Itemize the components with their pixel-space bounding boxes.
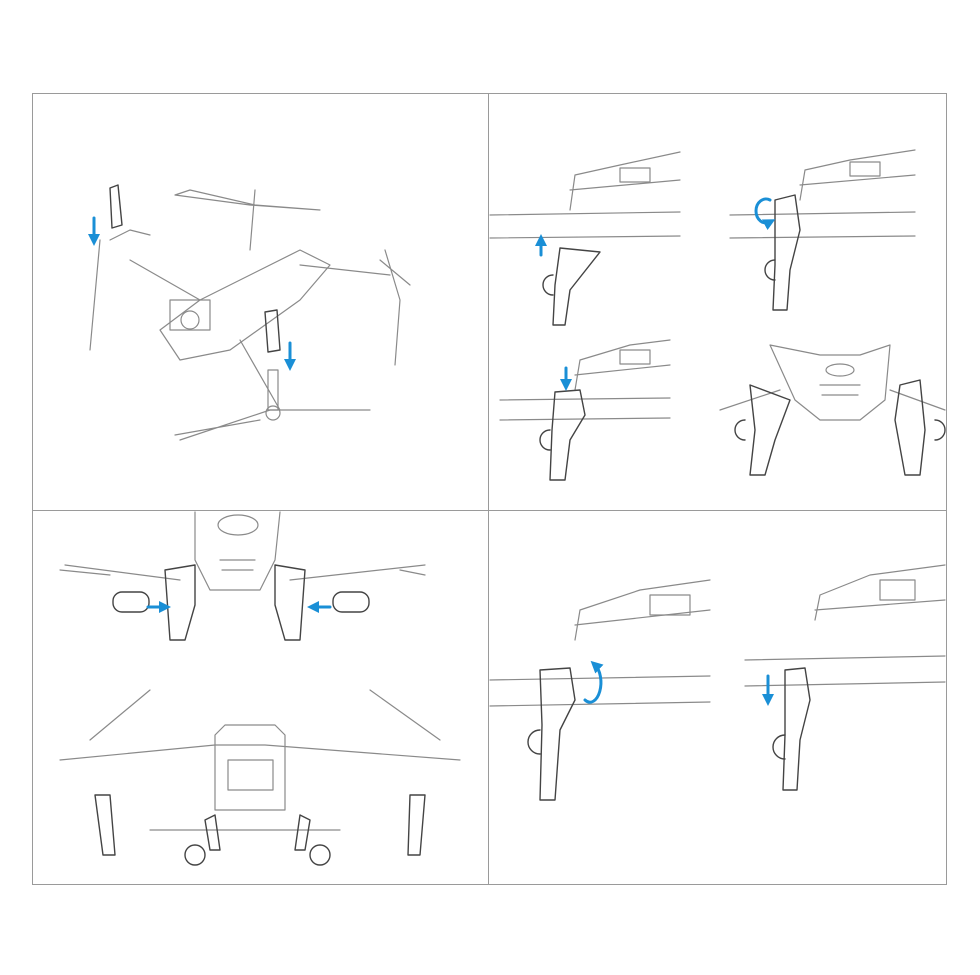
diagram-frame <box>32 93 947 885</box>
panel-divider-vertical <box>488 93 489 885</box>
panel-2-clip-steps <box>489 149 946 481</box>
rotate-arrow-icon <box>583 660 604 704</box>
panel-3-front-view <box>59 511 461 866</box>
panel-divider-horizontal <box>32 510 947 511</box>
rotate-arrow-icon <box>754 197 776 231</box>
panel-1-drone-top-view <box>88 184 411 441</box>
panel-4-lock-steps <box>489 564 946 801</box>
